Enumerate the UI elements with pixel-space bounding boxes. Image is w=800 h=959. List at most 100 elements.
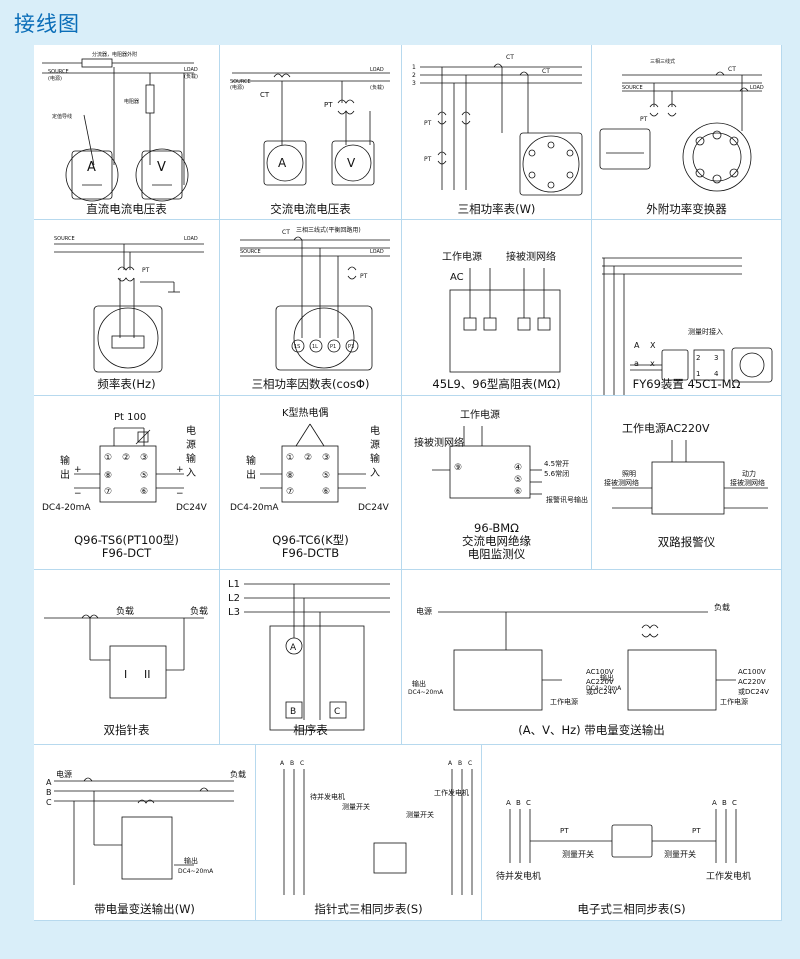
svg-text:I: I [124, 668, 127, 681]
svg-text:PT: PT [360, 273, 368, 280]
svg-text:⑧: ⑧ [104, 471, 112, 481]
caption-sub: F96-DCTB [281, 546, 340, 560]
svg-text:5.6常闭: 5.6常闭 [544, 469, 569, 478]
svg-text:报警讯号输出: 报警讯号输出 [546, 495, 588, 504]
svg-text:1: 1 [412, 64, 416, 71]
svg-text:⑤: ⑤ [140, 471, 148, 481]
svg-text:(电源): (电源) [48, 75, 62, 82]
svg-text:B: B [458, 760, 462, 767]
svg-text:待并发电机: 待并发电机 [310, 792, 345, 801]
cell-three-phase-wattmeter: 1 2 3 CT CT PT PT 三相功率表(W) [402, 45, 592, 220]
svg-text:输: 输 [60, 454, 70, 467]
svg-text:工作电源: 工作电源 [442, 250, 482, 263]
caption-sub: 交流电网绝缘 [462, 534, 531, 548]
svg-text:a: a [634, 359, 639, 368]
svg-text:源: 源 [370, 438, 380, 451]
svg-text:(负载): (负载) [370, 84, 384, 91]
cell-dc-ammeter-voltmeter: 分流器，电阻器外附 SOURCE (电源) LOAD (负载) 电阻器 定值导线… [34, 45, 220, 220]
cell-transducer-output: 电源 负载 输出 DC4~20mA 工作电源 AC100V AC220V 或DC… [402, 570, 782, 745]
svg-text:2: 2 [696, 354, 700, 362]
svg-text:三相三线式(平衡回路用): 三相三线式(平衡回路用) [296, 226, 361, 234]
svg-text:1: 1 [696, 370, 700, 378]
diagram-panel: 分流器，电阻器外附 SOURCE (电源) LOAD (负载) 电阻器 定值导线… [34, 45, 782, 921]
svg-text:A: A [278, 156, 287, 170]
caption-sub: F96-DCT [101, 546, 152, 560]
svg-text:测量开关: 测量开关 [664, 849, 696, 859]
svg-text:2: 2 [412, 72, 416, 79]
svg-text:接被测网络: 接被测网络 [730, 478, 765, 487]
svg-text:A: A [448, 760, 453, 767]
svg-text:C: C [526, 799, 531, 807]
caption: 直流电流电压表 [86, 202, 167, 216]
cell-fy69-device: 测量时接入 A a X x 2 3 1 4 FY69装置 45C1-MΩ [592, 220, 782, 396]
svg-text:DC4~20mA: DC4~20mA [586, 685, 622, 692]
svg-text:L2: L2 [228, 593, 240, 604]
svg-text:B: B [290, 760, 294, 767]
svg-text:接被测网络: 接被测网络 [414, 436, 464, 449]
svg-text:C: C [334, 707, 340, 717]
svg-text:工作电源: 工作电源 [550, 697, 578, 706]
svg-text:③: ③ [322, 453, 330, 463]
svg-text:工作电源: 工作电源 [460, 408, 500, 421]
svg-text:CT: CT [260, 91, 270, 99]
svg-text:输: 输 [370, 452, 380, 465]
svg-text:L3: L3 [228, 607, 240, 618]
svg-text:LOAD: LOAD [184, 67, 198, 73]
svg-text:②: ② [304, 453, 312, 463]
svg-text:CT: CT [542, 68, 550, 75]
svg-text:B: B [722, 799, 727, 807]
svg-text:A: A [634, 341, 640, 350]
svg-text:PT: PT [692, 827, 701, 835]
svg-text:电: 电 [186, 424, 196, 437]
svg-text:AC220V: AC220V [586, 678, 614, 686]
svg-text:测量时接入: 测量时接入 [688, 327, 723, 336]
cell-transducer-w: 电源 负载 A B C 输出 DC4~20mA 带电量变送输出(W) [34, 745, 256, 921]
caption: 45L9、96型高阻表(MΩ) [432, 377, 561, 391]
svg-text:V: V [347, 156, 356, 170]
cell-ac-ammeter-voltmeter: SOURCE (电源) LOAD (负载) CT PT A V 交流电流电压表 [220, 45, 402, 220]
cell-phase-sequence: L1 L2 L3 A B C 相序表 [220, 570, 402, 745]
svg-text:入: 入 [186, 468, 196, 479]
svg-text:K型热电偶: K型热电偶 [282, 406, 329, 419]
svg-text:④: ④ [514, 463, 522, 473]
caption: 三相功率因数表(cosΦ) [251, 377, 370, 391]
caption: 电子式三相同步表(S) [577, 902, 686, 916]
svg-text:输出: 输出 [412, 679, 426, 688]
cell-q96-ts6: Pt 100 ① ② ③ ⑧ ⑤ ⑦ ⑥ 输 出 电 源 输 入 + − + −… [34, 396, 220, 570]
caption: 三相功率表(W) [457, 202, 536, 216]
svg-text:LOAD: LOAD [750, 85, 764, 91]
svg-text:待并发电机: 待并发电机 [496, 870, 541, 882]
svg-text:⑤: ⑤ [514, 475, 522, 485]
svg-text:照明: 照明 [622, 470, 636, 478]
caption: Q96-TC6(K型) [272, 533, 349, 547]
svg-text:AC100V: AC100V [738, 668, 766, 676]
svg-text:③: ③ [140, 453, 148, 463]
svg-text:动力: 动力 [742, 469, 756, 478]
svg-text:+: + [176, 465, 184, 475]
svg-text:B: B [516, 799, 521, 807]
svg-text:PT: PT [424, 156, 432, 163]
svg-text:AC100V: AC100V [586, 668, 614, 676]
svg-text:DC4-20mA: DC4-20mA [42, 503, 91, 513]
caption: 外附功率变换器 [646, 202, 727, 216]
caption: (A、V、Hz) 带电量变送输出 [518, 723, 665, 737]
svg-text:或DC24V: 或DC24V [586, 687, 617, 696]
svg-text:P1: P1 [330, 344, 336, 350]
caption: 指针式三相同步表(S) [314, 902, 423, 916]
svg-text:DC24V: DC24V [176, 503, 208, 513]
svg-text:接被测网络: 接被测网络 [604, 478, 639, 487]
cell-pointer-sync: A B C A B C 测量开关 待并发电机 工作发电机 测量开关 指针式三相同… [256, 745, 482, 921]
svg-text:测量开关: 测量开关 [406, 810, 434, 819]
svg-text:L1: L1 [228, 579, 240, 590]
svg-text:①: ① [286, 453, 294, 463]
svg-text:入: 入 [370, 468, 380, 479]
svg-text:Pt 100: Pt 100 [114, 412, 146, 423]
svg-text:PT: PT [640, 116, 648, 123]
caption: 频率表(Hz) [97, 377, 156, 391]
voltmeter-label: V [157, 160, 166, 175]
svg-text:⑥: ⑥ [140, 487, 148, 497]
svg-text:C: C [732, 799, 737, 807]
svg-text:工作电源: 工作电源 [720, 697, 748, 706]
svg-text:②: ② [122, 453, 130, 463]
svg-text:输: 输 [246, 454, 256, 467]
